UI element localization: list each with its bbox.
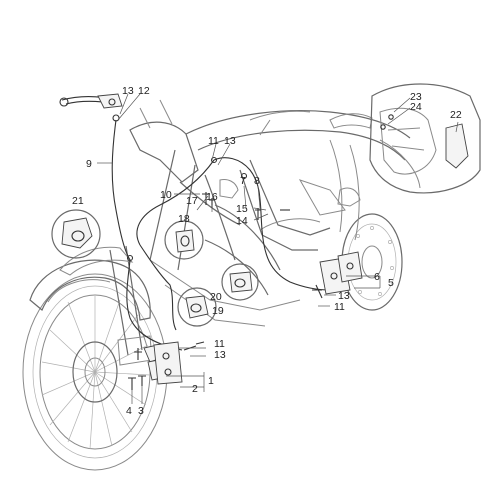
detail-circle-21 [51,209,101,259]
rear-brake-caliper [312,251,363,299]
callout-2: 2 [192,383,198,395]
leader-lines [97,93,459,404]
detail-circle-19 [177,287,217,327]
callout-4: 4 [126,405,132,417]
front-brake-lever [59,93,123,109]
front-fork [109,245,153,366]
callout-11: 11 [214,338,225,350]
callout-16: 16 [206,191,218,203]
callout-8: 8 [254,175,260,187]
callout-9: 9 [86,158,92,170]
front-fender [29,259,151,321]
callout-23: 23 [410,91,422,103]
callout-labels: 13 12 9 10 11 13 17 16 7 8 15 14 18 21 1… [72,85,462,417]
callout-18: 18 [178,213,190,225]
callout-17: 17 [186,195,198,207]
callout-12: 12 [138,85,150,97]
callout-20: 20 [210,291,222,303]
front-body-panel [59,246,134,276]
callout-13: 13 [338,290,350,302]
callout-11: 11 [334,301,345,313]
callout-14: 14 [236,215,248,227]
inset-detail [369,83,481,194]
callout-22: 22 [450,109,462,121]
callout-7: 7 [240,175,246,187]
callout-13: 13 [214,349,226,361]
detail-circle-20 [221,263,259,301]
callout-1: 1 [208,375,214,387]
callout-5: 5 [388,277,394,289]
rear-brake-hose [136,156,331,331]
front-wheel [22,273,168,471]
front-brake-hose [111,114,183,351]
front-brake-caliper [134,341,183,385]
callout-11: 11 [208,135,219,147]
callout-13: 13 [122,85,134,97]
detail-circle-18 [164,220,204,260]
scooter-frame [129,99,421,327]
callout-24: 24 [410,101,422,113]
caliper-bolts [128,375,146,390]
callout-19: 19 [212,305,224,317]
callout-15: 15 [236,203,248,215]
callout-3: 3 [138,405,144,417]
callout-10: 10 [160,189,172,201]
callout-13: 13 [224,135,236,147]
callout-6: 6 [374,271,380,283]
callout-21: 21 [72,195,84,207]
